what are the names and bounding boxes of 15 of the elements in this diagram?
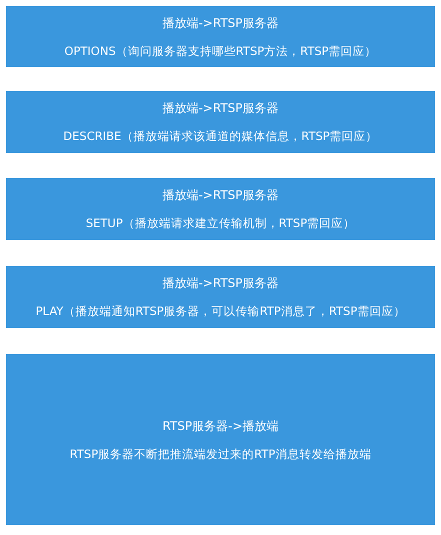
step-description: SETUP（播放端请求建立传输机制，RTSP需回应）: [86, 216, 356, 230]
step-description: PLAY（播放端通知RTSP服务器，可以传输RTP消息了，RTSP需回应）: [36, 304, 406, 318]
step-description: OPTIONS（询问服务器支持哪些RTSP方法，RTSP需回应）: [64, 44, 377, 58]
process-box: [6, 6, 435, 67]
step-heading: 播放端->RTSP服务器: [162, 188, 279, 202]
step-description: RTSP服务器不断把推流端发过来的RTP消息转发给播放端: [70, 446, 372, 460]
step-heading: 播放端->RTSP服务器: [162, 101, 279, 115]
step-heading: RTSP服务器->播放端: [162, 418, 279, 432]
step-description: DESCRIBE（播放端请求该通道的媒体信息，RTSP需回应）: [63, 129, 378, 143]
process-box: [6, 178, 435, 240]
step-heading: 播放端->RTSP服务器: [162, 276, 279, 290]
step-heading: 播放端->RTSP服务器: [162, 16, 279, 30]
process-box: [6, 266, 435, 328]
process-box: [6, 354, 435, 525]
process-box: [6, 91, 435, 153]
